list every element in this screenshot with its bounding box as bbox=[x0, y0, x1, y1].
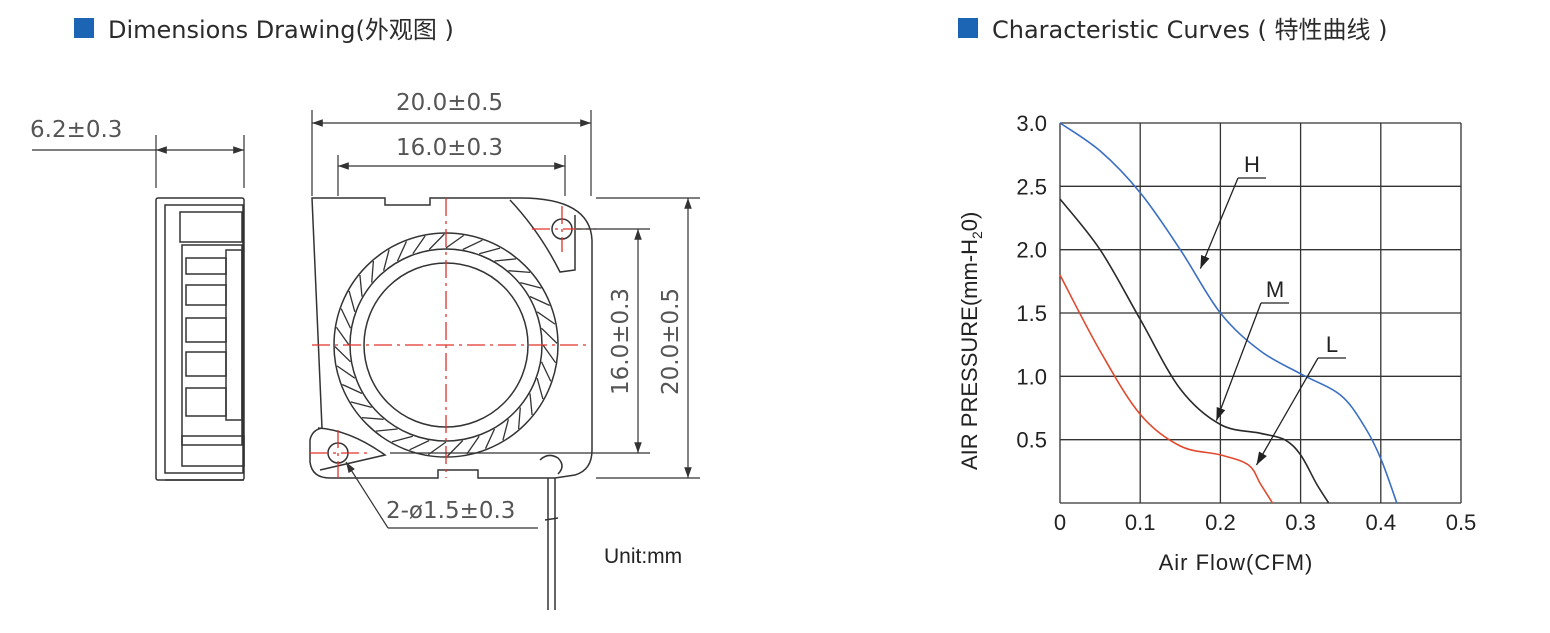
inner-width-label: 16.0±0.3 bbox=[396, 135, 503, 161]
y-axis-label-main: AIR PRESSURE(mm-H bbox=[957, 239, 982, 470]
curve-leader-l bbox=[1255, 357, 1319, 466]
outer-height-label: 20.0±0.5 bbox=[658, 288, 684, 395]
chart-ticks: 0 0.1 0.2 0.3 0.4 0.5 0.5 1.0 1.5 2.0 2.5 3.0 bbox=[1016, 111, 1476, 535]
series-line-h bbox=[1059, 122, 1398, 504]
impeller-blade bbox=[502, 419, 510, 441]
impeller-blade bbox=[412, 235, 426, 255]
curve-label-h: H bbox=[1244, 152, 1260, 177]
x-axis-label: Air Flow(CFM) bbox=[1159, 550, 1314, 575]
impeller-blade bbox=[445, 234, 465, 249]
y-tick-label: 2.0 bbox=[1016, 238, 1047, 263]
front-height-dimensions bbox=[390, 197, 700, 479]
y-axis-label: AIR PRESSURE(mm-H20) bbox=[957, 212, 985, 470]
impeller-blade bbox=[447, 440, 464, 457]
hole-spacing-label: 16.0±0.3 bbox=[608, 288, 634, 395]
heading-marker-icon bbox=[958, 17, 978, 38]
side-view bbox=[155, 197, 245, 481]
side-thickness-label: 6.2±0.3 bbox=[30, 117, 122, 143]
chart-series bbox=[1059, 122, 1398, 504]
impeller-blade bbox=[350, 401, 372, 409]
impeller-blade bbox=[529, 393, 533, 416]
y-tick-label: 2.5 bbox=[1016, 174, 1047, 199]
y-axis-label-sub: 2 bbox=[969, 231, 985, 239]
impeller-blade bbox=[517, 407, 521, 430]
centerlines bbox=[310, 198, 596, 478]
impeller-blade bbox=[342, 383, 363, 395]
impeller-blade bbox=[348, 290, 356, 312]
heading-marker-icon bbox=[74, 17, 94, 38]
x-tick-label: 0.3 bbox=[1285, 510, 1316, 535]
impeller-blade bbox=[382, 249, 390, 271]
impeller-blade bbox=[396, 241, 408, 262]
dimensions-heading-text: Dimensions Drawing(外观图 ) bbox=[108, 16, 454, 44]
impeller-blade bbox=[375, 428, 398, 432]
impeller-blade bbox=[335, 326, 350, 346]
unit-label: Unit:mm bbox=[604, 545, 682, 568]
impeller-blade bbox=[371, 260, 375, 283]
impeller-blade bbox=[391, 435, 413, 443]
series-line-m bbox=[1059, 198, 1330, 504]
front-view bbox=[309, 197, 593, 610]
curves-heading-text: Characteristic Curves ( 特性曲线 ) bbox=[992, 16, 1388, 44]
x-tick-label: 0 bbox=[1054, 510, 1066, 535]
impeller-blade bbox=[494, 258, 517, 262]
side-thickness-dimension bbox=[32, 135, 245, 188]
hole-spec-label: 2-ø1.5±0.3 bbox=[386, 498, 515, 524]
impeller-blade bbox=[466, 435, 480, 455]
x-tick-label: 0.2 bbox=[1205, 510, 1236, 535]
curve-leader-m bbox=[1215, 302, 1262, 421]
x-tick-label: 0.5 bbox=[1446, 510, 1477, 535]
impeller-blade bbox=[334, 346, 351, 363]
impeller-blade bbox=[484, 428, 496, 449]
impeller-blade bbox=[479, 247, 501, 255]
x-tick-label: 0.1 bbox=[1125, 510, 1156, 535]
y-axis-label-end: 0) bbox=[957, 212, 982, 232]
y-tick-label: 1.0 bbox=[1016, 364, 1047, 389]
characteristic-chart: H M L 0 0.1 0.2 0.3 0.4 0.5 0.5 1.0 1.5 2.0 2.5 3.0 A… bbox=[957, 111, 1476, 575]
impeller-blade bbox=[359, 274, 363, 297]
impeller-blade bbox=[428, 233, 445, 250]
impeller-blade bbox=[340, 308, 352, 329]
y-tick-label: 3.0 bbox=[1016, 111, 1047, 136]
outer-width-label: 20.0±0.5 bbox=[396, 90, 503, 116]
chart-annotations: H M L bbox=[1199, 152, 1346, 466]
impeller-blade bbox=[541, 327, 558, 344]
hole-callout bbox=[345, 461, 538, 529]
impeller-blade bbox=[361, 416, 384, 420]
series-line-l bbox=[1059, 274, 1274, 504]
front-width-dimensions bbox=[311, 110, 592, 196]
impeller-blade bbox=[529, 295, 550, 307]
impeller-blade bbox=[536, 311, 556, 325]
x-tick-label: 0.4 bbox=[1366, 510, 1397, 535]
impeller-blade bbox=[540, 361, 552, 382]
impeller-blade bbox=[536, 378, 544, 400]
impeller-blade bbox=[462, 239, 483, 251]
curve-label-l: L bbox=[1326, 332, 1338, 357]
impeller-blade bbox=[336, 365, 356, 379]
impeller-blade bbox=[409, 439, 430, 451]
curve-leader-h bbox=[1199, 177, 1239, 269]
dimensions-heading: Dimensions Drawing(外观图 ) bbox=[74, 10, 454, 45]
impeller-blade bbox=[508, 270, 531, 274]
curve-label-m: M bbox=[1266, 277, 1284, 302]
curves-heading: Characteristic Curves ( 特性曲线 ) bbox=[958, 10, 1387, 45]
impeller-blade bbox=[542, 344, 557, 364]
impeller-blade bbox=[520, 281, 542, 289]
chart-grid bbox=[1059, 122, 1462, 504]
y-tick-label: 1.5 bbox=[1016, 301, 1047, 326]
y-tick-label: 0.5 bbox=[1016, 428, 1047, 453]
